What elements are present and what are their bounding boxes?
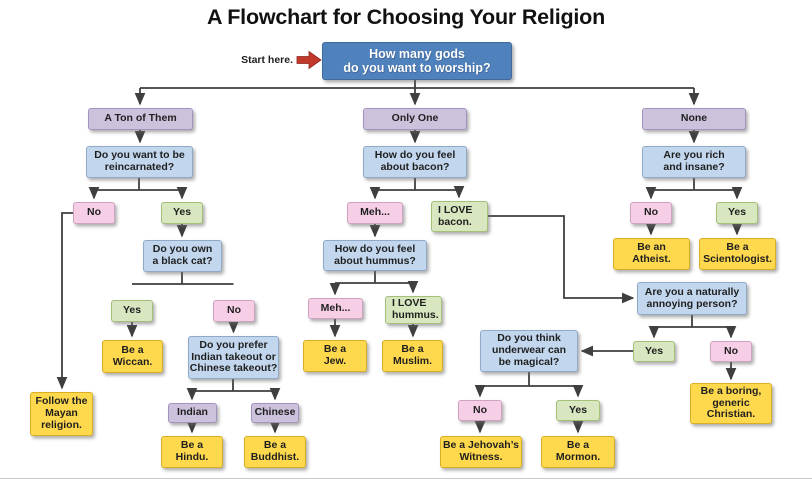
node-result-jehovahs-witness: Be a Jehovah’s Witness. — [440, 436, 522, 468]
node-answer-cat-no: No — [213, 300, 255, 322]
node-answer-hummus-meh: Meh... — [308, 298, 363, 319]
node-branch-none: None — [642, 108, 746, 130]
node-answer-bacon-meh: Meh... — [347, 202, 403, 224]
node-result-scientologist: Be a Scientologist. — [699, 238, 776, 270]
slide-bottom-edge — [0, 478, 812, 479]
node-result-muslim: Be a Muslim. — [382, 340, 443, 372]
node-answer-hummus-love: I LOVE hummus. — [385, 296, 442, 324]
node-answer-takeout-chinese: Chinese — [251, 403, 299, 423]
node-result-buddhist: Be a Buddhist. — [244, 436, 306, 468]
node-answer-rich-yes: Yes — [716, 202, 758, 224]
node-answer-takeout-indian: Indian — [168, 403, 217, 423]
node-q-black-cat: Do you own a black cat? — [143, 240, 222, 272]
node-answer-underwear-yes: Yes — [556, 400, 600, 421]
node-q-underwear: Do you think underwear can be magical? — [480, 330, 578, 372]
node-answer-annoying-no: No — [710, 341, 752, 362]
node-result-atheist: Be an Atheist. — [613, 238, 690, 270]
node-result-mayan: Follow the Mayan religion. — [30, 392, 93, 436]
node-result-mormon: Be a Mormon. — [541, 436, 615, 468]
node-answer-underwear-no: No — [458, 400, 502, 421]
node-result-hindu: Be a Hindu. — [161, 436, 223, 468]
node-q-rich-insane: Are you rich and insane? — [642, 146, 746, 178]
node-result-jew: Be a Jew. — [303, 340, 367, 372]
node-answer-bacon-love: I LOVE bacon. — [431, 201, 488, 232]
node-answer-cat-yes: Yes — [111, 300, 153, 322]
node-answer-annoying-yes: Yes — [633, 341, 675, 362]
node-result-wiccan: Be a Wiccan. — [102, 340, 163, 373]
node-answer-reincarnated-yes: Yes — [161, 202, 203, 224]
node-start-question: How many gods do you want to worship? — [322, 42, 512, 80]
node-q-annoying: Are you a naturally annoying person? — [637, 282, 747, 315]
node-q-hummus: How do you feel about hummus? — [323, 240, 427, 271]
start-here-label: Start here. — [241, 54, 293, 66]
page-title: A Flowchart for Choosing Your Religion — [206, 5, 606, 29]
node-branch-only-one: Only One — [363, 108, 467, 130]
start-arrow-icon — [296, 50, 322, 70]
node-answer-reincarnated-no: No — [73, 202, 115, 224]
node-answer-rich-no: No — [630, 202, 672, 224]
node-q-bacon: How do you feel about bacon? — [363, 146, 467, 178]
node-result-christian: Be a boring, generic Christian. — [690, 383, 772, 424]
node-branch-a-ton-of-them: A Ton of Them — [88, 108, 193, 130]
node-q-reincarnated: Do you want to be reincarnated? — [86, 146, 193, 178]
node-q-takeout: Do you prefer Indian takeout or Chinese … — [188, 336, 279, 379]
